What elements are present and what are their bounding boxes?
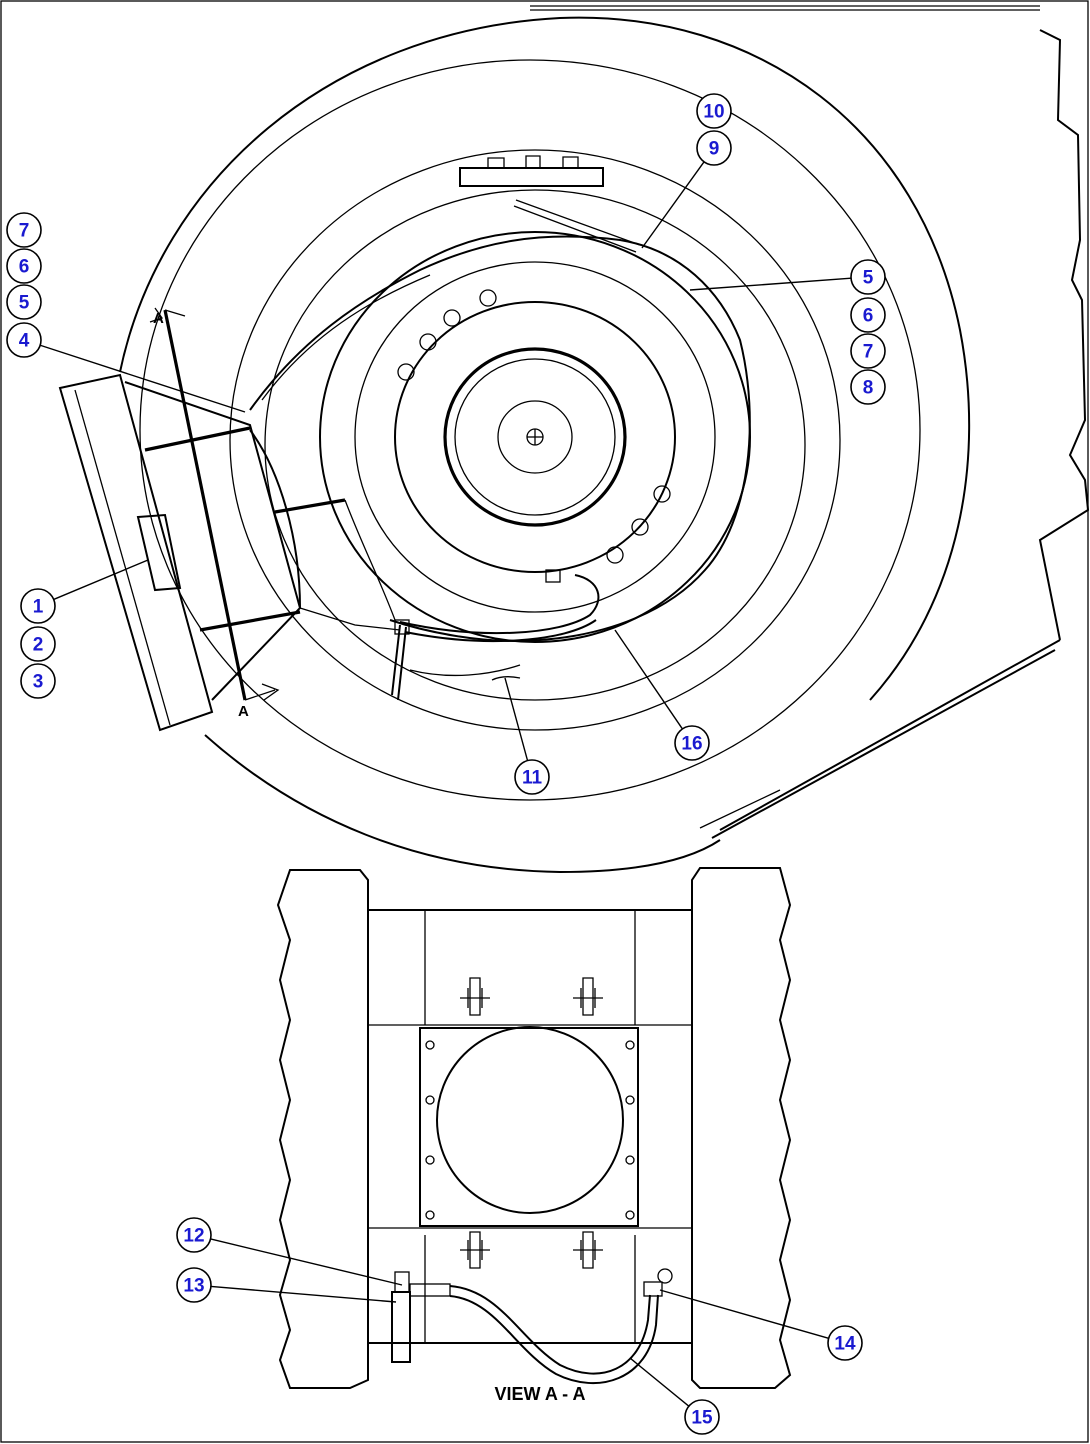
section-marker-bottom: A bbox=[238, 703, 249, 720]
callout-8[interactable]: 8 bbox=[850, 369, 886, 405]
callout-number: 6 bbox=[19, 257, 30, 278]
callout-circle bbox=[6, 248, 42, 284]
callout-number: 10 bbox=[703, 102, 724, 123]
leader-line-1 bbox=[53, 559, 149, 601]
callout-circle bbox=[6, 322, 42, 358]
callout-circle bbox=[827, 1325, 863, 1361]
leader-line-4 bbox=[39, 344, 246, 413]
callout-number: 3 bbox=[33, 672, 44, 693]
callout-7[interactable]: 7 bbox=[850, 333, 886, 369]
callout-2[interactable]: 2 bbox=[20, 626, 56, 662]
callout-number: 5 bbox=[863, 268, 874, 289]
callout-circle bbox=[6, 212, 42, 248]
callout-10[interactable]: 10 bbox=[696, 93, 732, 129]
callout-5[interactable]: 5 bbox=[850, 259, 886, 295]
callout-number: 4 bbox=[19, 331, 30, 352]
callout-circle bbox=[850, 369, 886, 405]
callout-15[interactable]: 15 bbox=[684, 1399, 720, 1435]
callout-circle bbox=[176, 1267, 212, 1303]
callout-4[interactable]: 4 bbox=[6, 322, 42, 358]
callout-number: 11 bbox=[522, 768, 543, 789]
leader-line-11 bbox=[504, 677, 529, 761]
callout-number: 13 bbox=[183, 1276, 204, 1297]
callout-circle bbox=[850, 297, 886, 333]
leader-line-12 bbox=[210, 1238, 403, 1286]
leader-line-15 bbox=[629, 1357, 690, 1407]
callout-number: 5 bbox=[19, 293, 30, 314]
callout-number: 14 bbox=[834, 1334, 856, 1355]
callout-6[interactable]: 6 bbox=[850, 297, 886, 333]
callout-number: 9 bbox=[709, 139, 720, 160]
section-line-a-a: A A bbox=[149, 307, 280, 720]
callout-1[interactable]: 1 bbox=[20, 588, 56, 624]
callout-circle bbox=[176, 1217, 212, 1253]
section-marker-top: A bbox=[153, 310, 164, 327]
callout-number: 7 bbox=[19, 221, 30, 242]
callout-number: 7 bbox=[863, 342, 874, 363]
callout-circle bbox=[696, 130, 732, 166]
callout-3[interactable]: 3 bbox=[20, 663, 56, 699]
leader-line-14 bbox=[659, 1289, 829, 1339]
callout-circle bbox=[20, 588, 56, 624]
callout-circle bbox=[514, 759, 550, 795]
view-a-a-label: VIEW A - A bbox=[495, 1384, 586, 1404]
callout-number: 16 bbox=[681, 734, 702, 755]
callout-7[interactable]: 7 bbox=[6, 212, 42, 248]
callout-circle bbox=[696, 93, 732, 129]
callout-number: 12 bbox=[183, 1226, 204, 1247]
leader-line-16 bbox=[614, 629, 684, 730]
leader-line-5 bbox=[689, 277, 852, 291]
callout-11[interactable]: 11 bbox=[514, 759, 550, 795]
view-a-a: VIEW A - A bbox=[276, 867, 792, 1404]
callout-9[interactable]: 9 bbox=[696, 130, 732, 166]
callout-14[interactable]: 14 bbox=[827, 1325, 863, 1361]
callout-circle bbox=[850, 333, 886, 369]
leader-line-9 bbox=[641, 161, 705, 249]
top-view: A A bbox=[58, 16, 1090, 874]
callout-number: 2 bbox=[33, 635, 44, 656]
callout-leaders bbox=[39, 161, 852, 1407]
callout-circle bbox=[674, 725, 710, 761]
callout-number: 1 bbox=[33, 597, 44, 618]
leader-line-13 bbox=[210, 1285, 397, 1303]
callout-number: 8 bbox=[863, 378, 874, 399]
callout-5[interactable]: 5 bbox=[6, 284, 42, 320]
callout-13[interactable]: 13 bbox=[176, 1267, 212, 1303]
callout-6[interactable]: 6 bbox=[6, 248, 42, 284]
callout-12[interactable]: 12 bbox=[176, 1217, 212, 1253]
callout-circle bbox=[684, 1399, 720, 1435]
callout-number: 15 bbox=[691, 1408, 713, 1429]
callout-16[interactable]: 16 bbox=[674, 725, 710, 761]
callout-circle bbox=[20, 626, 56, 662]
callout-circle bbox=[20, 663, 56, 699]
callout-circle bbox=[850, 259, 886, 295]
callout-number: 6 bbox=[863, 306, 874, 327]
callout-circle bbox=[6, 284, 42, 320]
